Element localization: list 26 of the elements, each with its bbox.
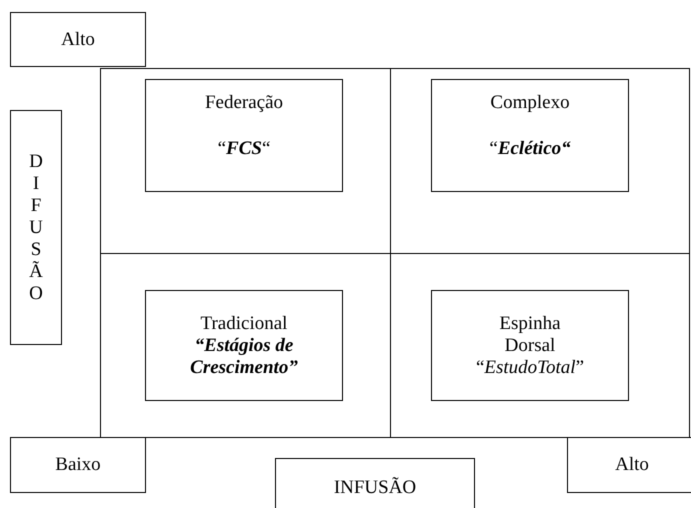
matrix-cell [390, 68, 690, 254]
quadrant-title: Federação [204, 92, 284, 114]
quadrant-title: Complexo [489, 92, 571, 114]
quadrant-subtitle: “Eclético“ [488, 138, 572, 160]
axis-label: Baixo [54, 454, 102, 476]
matrix-cell [390, 253, 690, 438]
quadrant-subtitle: “FCS“ [216, 138, 272, 160]
label-box [10, 437, 146, 493]
axis-label: INFUSÃO [332, 477, 418, 499]
axis-title-box [275, 458, 475, 508]
matrix-cell [100, 253, 391, 438]
quadrant-box [431, 79, 629, 192]
quadrant-box [431, 290, 629, 401]
axis-title-box [10, 110, 62, 345]
axis-title: DIFUSÃO [29, 150, 43, 304]
matrix-cell [100, 68, 391, 254]
label-box [10, 12, 146, 67]
axis-label: Alto [614, 454, 650, 476]
quadrant-box [145, 290, 343, 401]
axis-label: Alto [60, 28, 96, 50]
quadrant-box [145, 79, 343, 192]
quadrant-title: Espinha Dorsal [498, 312, 562, 356]
quadrant-subtitle: “EstudoTotal” [474, 356, 586, 378]
quadrant-title: Tradicional [200, 312, 288, 334]
label-box [567, 437, 691, 493]
quadrant-subtitle: “Estágios de Crescimento” [189, 334, 299, 378]
